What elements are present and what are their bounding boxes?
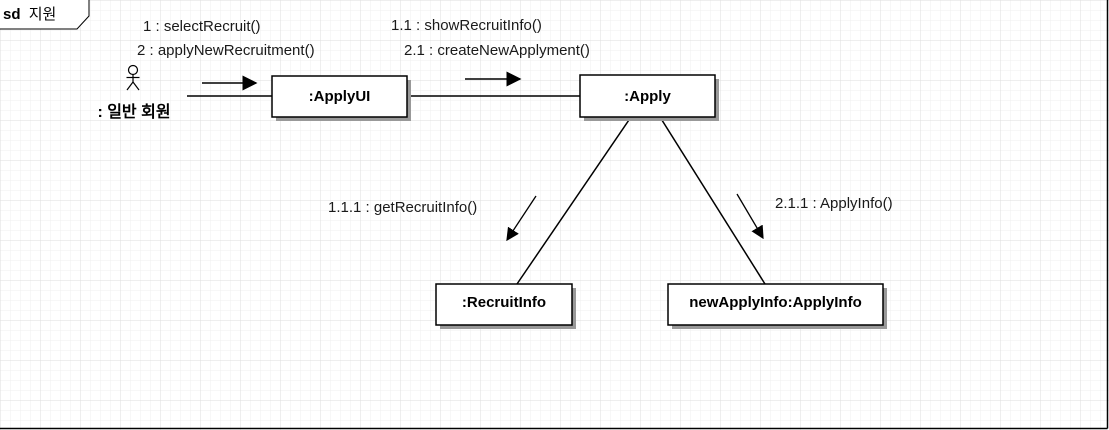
object-applyui[interactable]: :ApplyUI xyxy=(271,75,411,121)
svg-text:sd 지원: sd 지원 xyxy=(3,6,56,23)
message-label-create-new-applyment: 2.1 : createNewApplyment() xyxy=(404,42,590,59)
msg-arrow-apply-to-recruitinfo xyxy=(506,195,537,242)
message-label-apply-new-recruitment: 2 : applyNewRecruitment() xyxy=(137,42,315,59)
frame-name: 지원 xyxy=(29,6,57,23)
frame-label: sd 지원 xyxy=(0,0,90,30)
link-apply-recruitinfo xyxy=(516,116,632,285)
message-label-apply-info: 2.1.1 : ApplyInfo() xyxy=(775,195,893,212)
link-apply-newapplyinfo xyxy=(659,116,766,285)
message-label-get-recruit-info: 1.1.1 : getRecruitInfo() xyxy=(328,199,477,216)
object-recruitinfo[interactable]: :RecruitInfo xyxy=(435,283,576,329)
message-label-show-recruit-info: 1.1 : showRecruitInfo() xyxy=(391,17,542,34)
object-apply[interactable]: :Apply xyxy=(579,74,719,121)
object-applyui-label: :ApplyUI xyxy=(309,88,371,105)
object-recruitinfo-label: :RecruitInfo xyxy=(462,294,546,311)
frame-keyword: sd xyxy=(3,6,21,23)
message-label-select-recruit: 1 : selectRecruit() xyxy=(143,18,261,35)
object-apply-label: :Apply xyxy=(624,88,671,105)
actor-icon xyxy=(126,64,140,91)
object-newapplyinfo-label: newApplyInfo:ApplyInfo xyxy=(689,294,861,311)
actor-label: : 일반 회원 xyxy=(97,102,170,121)
msg-arrow-apply-to-newapplyinfo xyxy=(736,193,764,240)
object-newapplyinfo[interactable]: newApplyInfo:ApplyInfo xyxy=(667,283,887,329)
